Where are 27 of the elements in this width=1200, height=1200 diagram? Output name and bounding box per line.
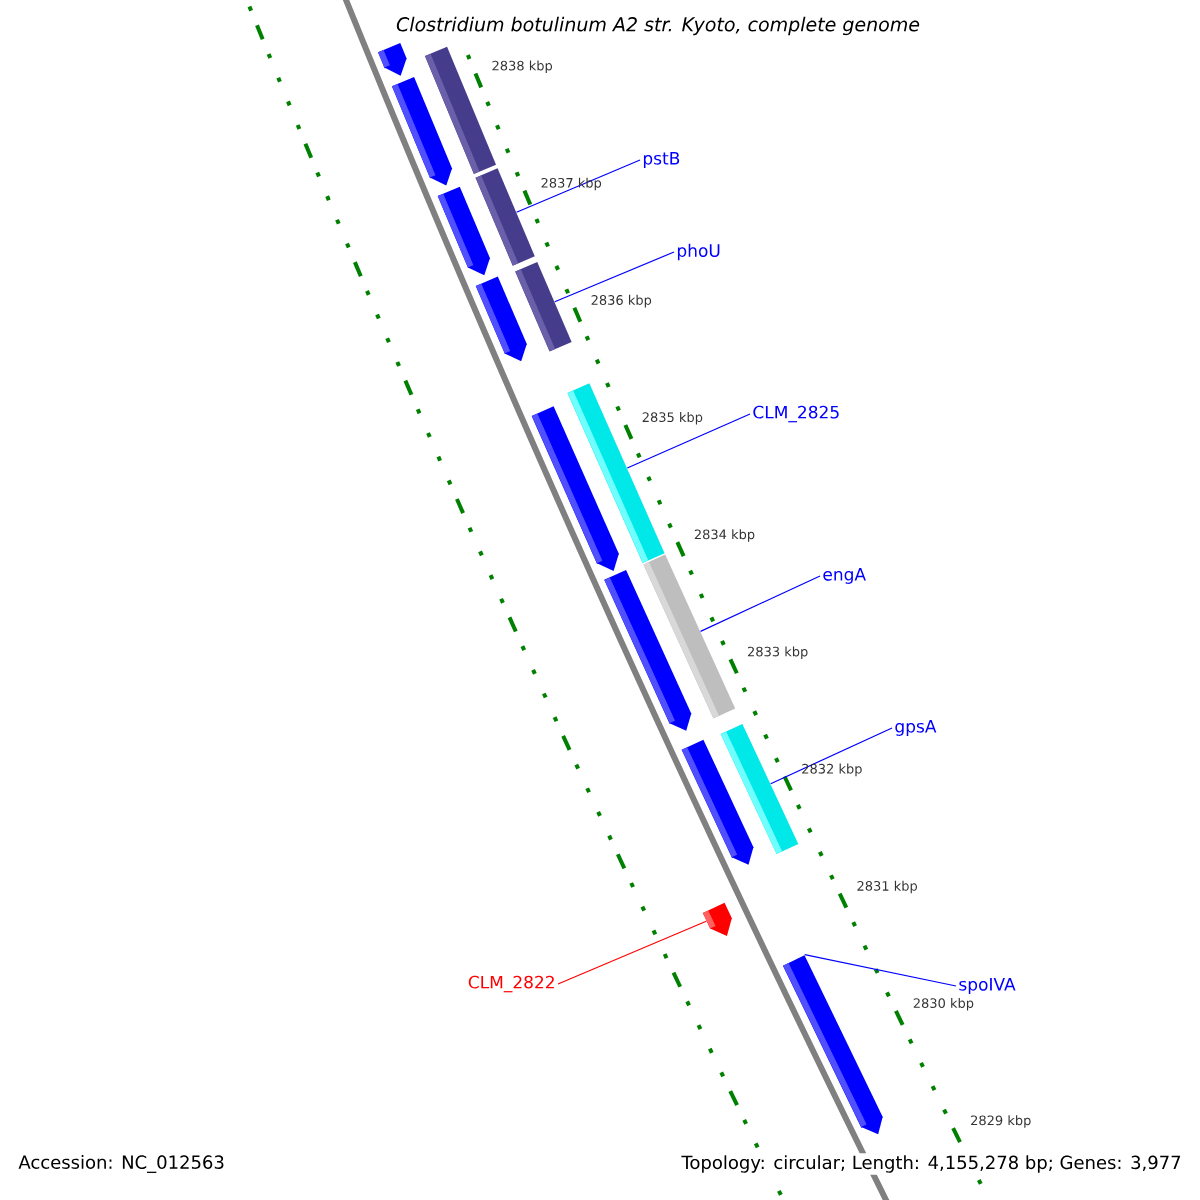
- gene-feature: [515, 261, 572, 352]
- gene-feature: [475, 276, 527, 362]
- gene-feature: [391, 76, 453, 186]
- leader-line: [699, 575, 821, 632]
- gene-feature: [643, 554, 736, 719]
- gene-label: gpsA: [895, 720, 937, 736]
- gene-label: engA: [823, 568, 866, 584]
- gene-feature: [378, 43, 407, 76]
- gene-label: CLM_2822: [468, 975, 554, 993]
- gene-label: phoU: [677, 243, 720, 261]
- gene-feature: [437, 186, 491, 276]
- gene-label: CLM_2825: [753, 405, 839, 423]
- gene-feature: [475, 168, 535, 266]
- gene-feature: [782, 955, 883, 1135]
- leader-line: [770, 727, 893, 785]
- leader-line: [626, 413, 751, 469]
- gene-feature: [702, 902, 733, 936]
- accession-text: Accession: NC_012563: [16, 1153, 227, 1175]
- genome-info-text: Topology: circular; Length: 4,155,278 bp; Genes: 3,977: [679, 1153, 1184, 1175]
- leader-line: [557, 920, 707, 985]
- leader-line: [515, 159, 641, 213]
- title: Clostridium botulinum A2 str. Kyoto, complete genome: [396, 16, 920, 36]
- leader-line: [804, 954, 957, 987]
- gene-label: pstB: [643, 152, 680, 168]
- gene-feature: [720, 723, 799, 854]
- leader-line: [554, 251, 675, 303]
- gene-label: spoIVA: [959, 978, 1016, 994]
